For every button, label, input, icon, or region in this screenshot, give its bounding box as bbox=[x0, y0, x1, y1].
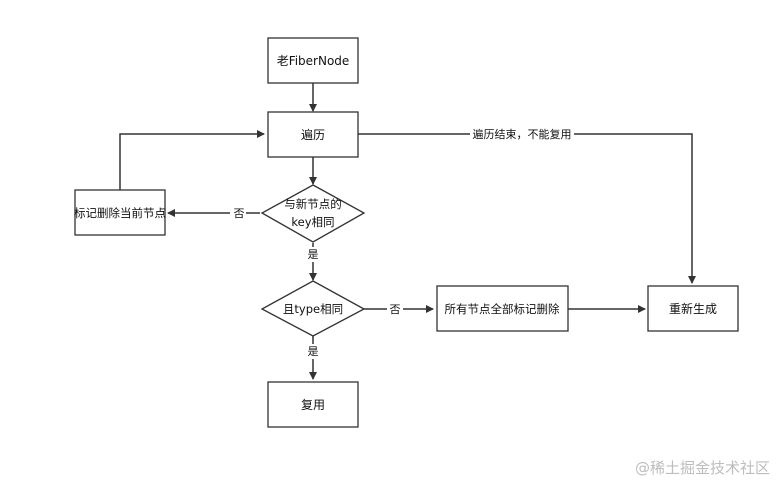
edge-label-bg bbox=[230, 206, 246, 221]
edge-label-bg bbox=[470, 126, 574, 142]
node-reuse-label: 复用 bbox=[301, 398, 325, 412]
node-mark-delete-all: 所有节点全部标记删除 bbox=[436, 285, 569, 332]
node-mark-delete-current: 标记删除当前节点 bbox=[74, 189, 166, 236]
node-key-check-line1: 与新节点的 bbox=[284, 197, 342, 211]
edge-label-type-yes: 是 bbox=[308, 345, 319, 358]
node-regenerate: 重新生成 bbox=[647, 285, 739, 332]
edge-label-type-no: 否 bbox=[390, 303, 401, 316]
node-reuse: 复用 bbox=[267, 381, 359, 428]
node-old-fibernode-label: 老FiberNode bbox=[277, 54, 350, 68]
edge-mark-delete-loop bbox=[119, 130, 265, 190]
node-old-fibernode: 老FiberNode bbox=[267, 37, 359, 84]
node-key-check: 与新节点的 key相同 bbox=[260, 184, 366, 243]
node-type-check: 且type相同 bbox=[260, 280, 366, 337]
edge-label-bg bbox=[387, 302, 403, 317]
watermark: @稀土掘金技术社区 bbox=[634, 459, 770, 477]
edge-traverse-end bbox=[358, 133, 696, 284]
node-mark-delete-all-label: 所有节点全部标记删除 bbox=[445, 302, 560, 316]
node-key-check-line2: key相同 bbox=[291, 215, 334, 229]
node-type-check-label: 且type相同 bbox=[283, 302, 343, 316]
node-traverse-label: 遍历 bbox=[301, 128, 325, 142]
edge-label-traverse-end: 遍历结束，不能复用 bbox=[473, 127, 572, 141]
node-regenerate-label: 重新生成 bbox=[669, 301, 717, 316]
edge-label-bg bbox=[305, 344, 321, 359]
edge-label-key-yes: 是 bbox=[308, 248, 319, 261]
node-traverse: 遍历 bbox=[267, 111, 359, 158]
node-mark-delete-current-label: 标记删除当前节点 bbox=[74, 206, 166, 220]
edge-label-key-no: 否 bbox=[234, 207, 245, 220]
edge-label-bg bbox=[305, 247, 321, 262]
